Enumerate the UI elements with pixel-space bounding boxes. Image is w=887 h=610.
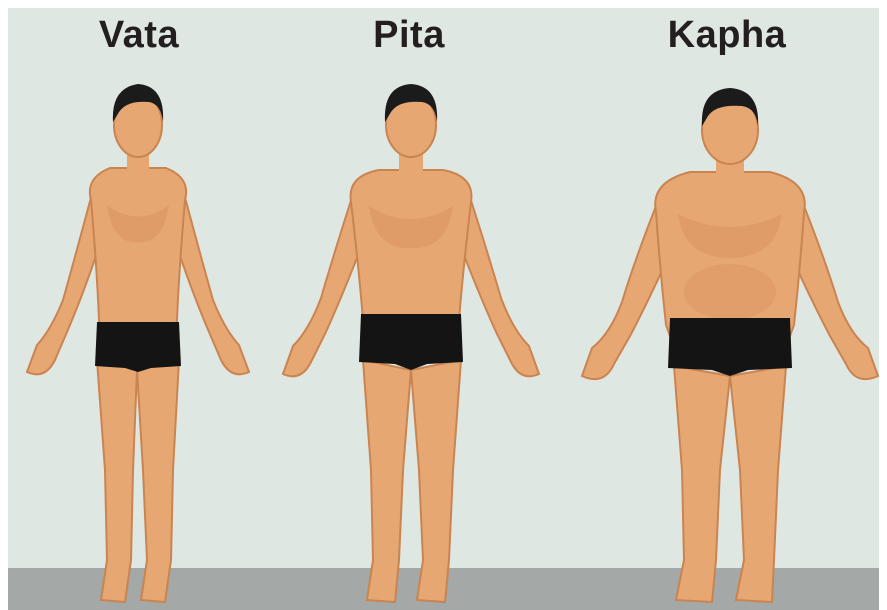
- kapha-belly-shading: [684, 264, 776, 320]
- kapha-legs: [674, 366, 786, 602]
- figure-kapha: [578, 0, 883, 610]
- vata-torso: [90, 168, 186, 330]
- kapha-underwear: [668, 318, 792, 376]
- figure-pita: [271, 0, 561, 610]
- vata-legs: [97, 360, 179, 602]
- vata-underwear: [95, 322, 181, 372]
- pita-underwear: [359, 314, 463, 370]
- pita-legs: [363, 360, 461, 602]
- figure-vata: [15, 0, 265, 610]
- pita-torso: [351, 170, 472, 332]
